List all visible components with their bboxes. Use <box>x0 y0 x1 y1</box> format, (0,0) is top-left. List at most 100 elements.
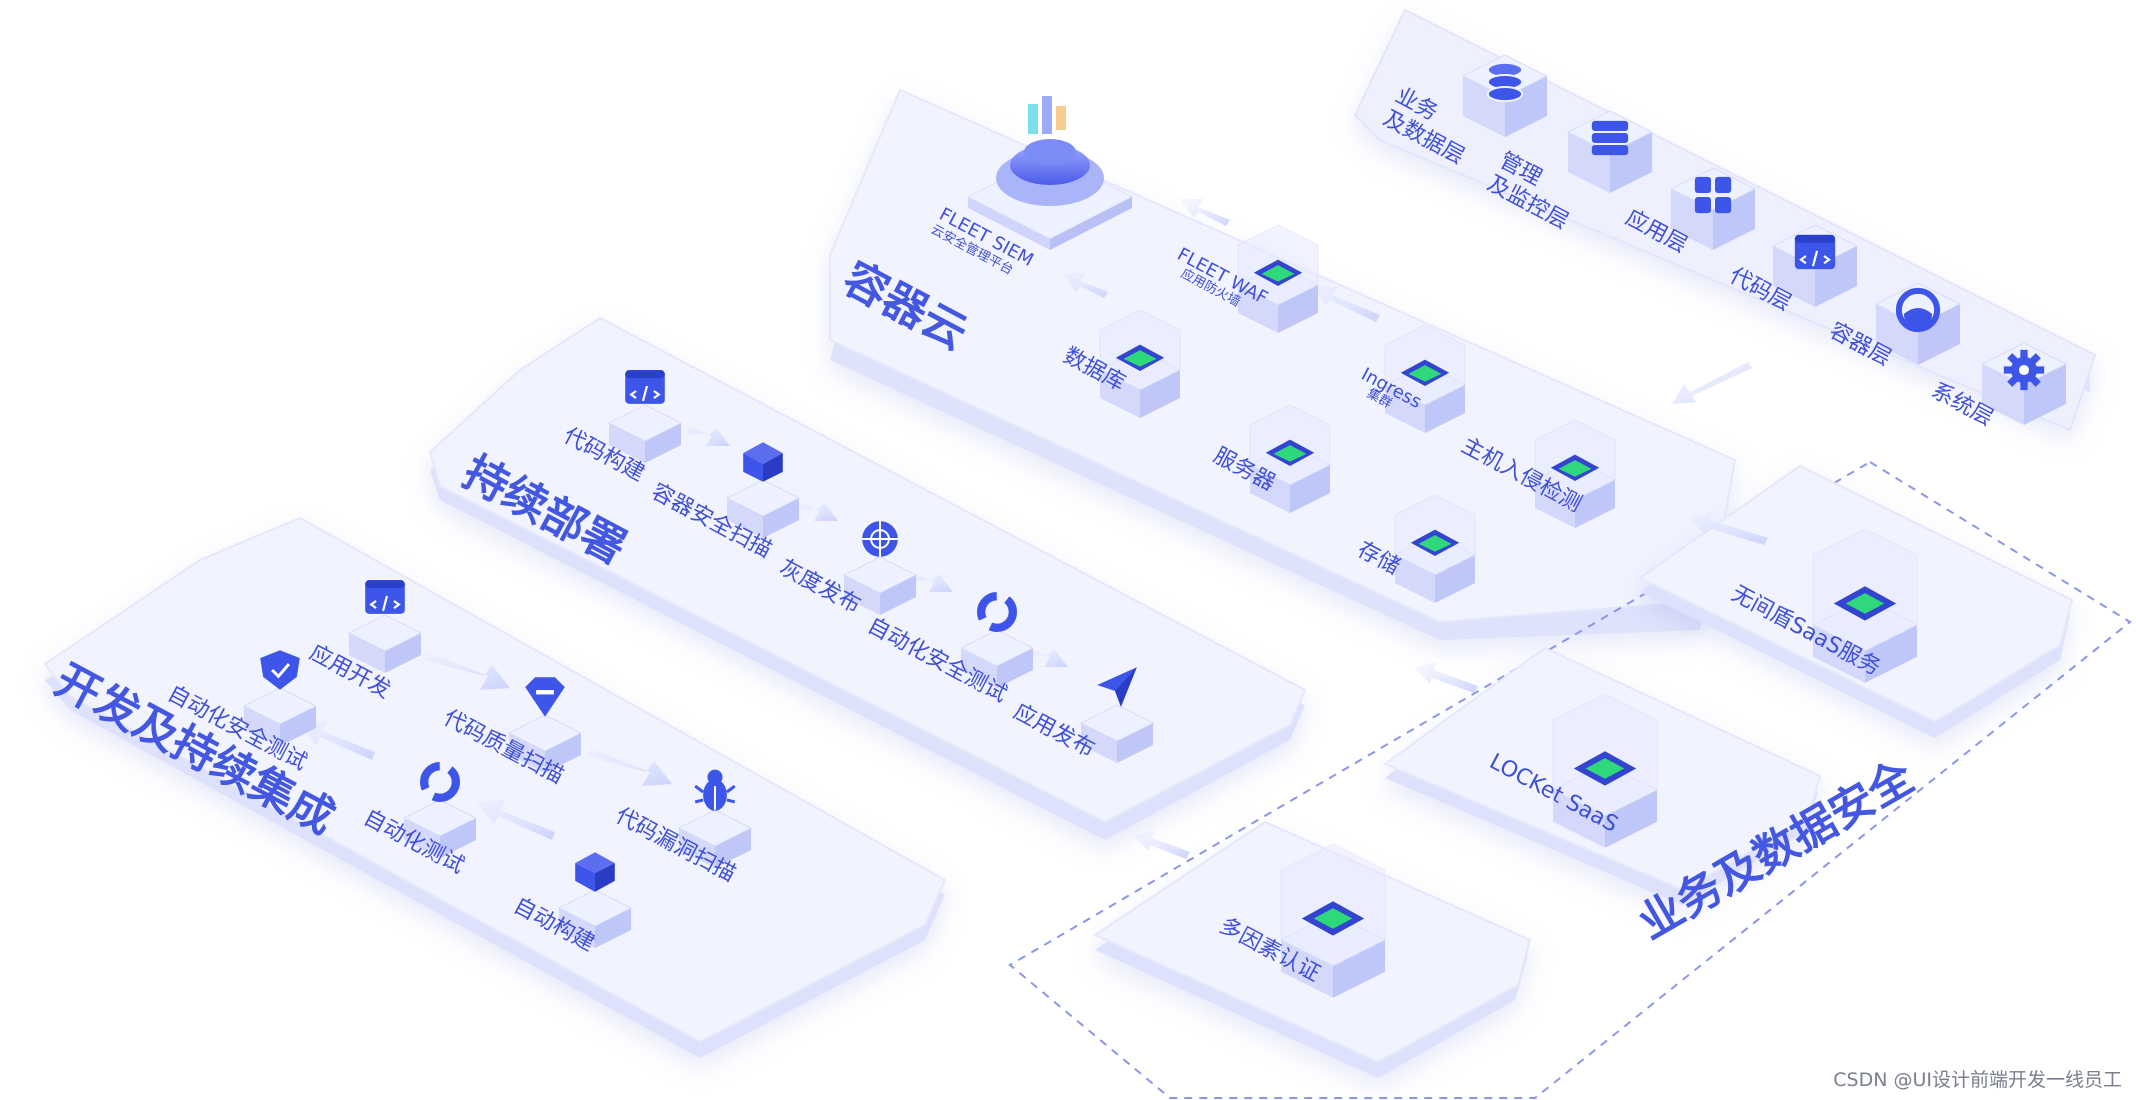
cube-right-face <box>645 423 681 463</box>
flow-arrow <box>586 748 672 786</box>
node-layers-1 <box>1566 110 1654 193</box>
cube-left-face <box>1250 465 1290 513</box>
grid-icon <box>1694 176 1732 214</box>
fleet-siem-node <box>966 96 1134 250</box>
flow-arrow <box>1414 662 1478 693</box>
cube-left-face <box>1535 480 1575 528</box>
code-window-icon <box>625 370 665 404</box>
cube-right-face <box>1713 189 1755 250</box>
browser-code-icon <box>365 580 405 614</box>
cube-left-face <box>559 908 595 948</box>
cube-left-face <box>1876 304 1918 365</box>
send-icon <box>1097 667 1137 707</box>
cube-top-face <box>507 714 583 752</box>
cube-top-face <box>725 479 801 517</box>
cube-left-face <box>1395 555 1435 603</box>
node-dev-2 <box>677 769 753 868</box>
node-dev-1 <box>507 677 583 773</box>
cube-right-face <box>1425 385 1465 433</box>
gem-icon <box>525 677 565 717</box>
cube-left-face <box>349 633 385 673</box>
node-cloud-4 <box>1533 419 1617 528</box>
gauge-icon <box>1895 287 1941 333</box>
cube-top-face <box>677 809 753 847</box>
flow-arrow <box>476 800 555 840</box>
flow-arrow <box>796 502 838 521</box>
flow-arrow <box>1310 286 1380 322</box>
flow-arrow <box>686 426 730 446</box>
target-icon <box>862 521 898 557</box>
flow-arrow <box>1134 830 1190 859</box>
cube-left-face <box>1100 370 1140 418</box>
screen-icon <box>1115 344 1165 371</box>
cube-top-face <box>842 556 918 594</box>
cube-left-face <box>1773 246 1815 307</box>
node-dev-3 <box>557 852 633 948</box>
node-layers-0 <box>1461 54 1549 137</box>
node-layers-4 <box>1874 282 1962 365</box>
flow-arrow <box>910 573 953 592</box>
flow-arrow <box>1026 648 1068 667</box>
cube-left-face <box>509 733 545 773</box>
node-deploy-3 <box>959 592 1035 688</box>
node-dev-5 <box>242 650 318 746</box>
cube-top-face <box>1811 598 1919 652</box>
cube-right-face <box>1140 370 1180 418</box>
database-icon <box>1486 61 1524 103</box>
cube-left-face <box>1385 385 1425 433</box>
node-layers-5 <box>1980 342 2068 425</box>
flow-arrows <box>298 199 1768 859</box>
siem-ring-inner <box>1024 139 1076 165</box>
cube-right-face <box>880 575 916 615</box>
siem-panel-icon <box>1028 104 1038 134</box>
cube-right-face <box>2024 364 2066 425</box>
cube-left-face <box>404 818 440 858</box>
box-icon <box>575 852 615 892</box>
cube-left-face <box>1281 940 1333 978</box>
gear-icon <box>2003 349 2045 391</box>
node-deploy-4 <box>1079 667 1155 763</box>
cube-top-face <box>1551 763 1659 817</box>
node-cloud-5 <box>1393 494 1477 603</box>
bug-icon <box>694 769 736 811</box>
cube-top-face <box>347 614 423 652</box>
cube-left-face <box>244 706 280 746</box>
node-security-0 <box>1811 528 1919 683</box>
node-security-1 <box>1551 693 1659 848</box>
siem-panel-icon <box>1042 96 1052 134</box>
cube-right-face <box>1610 132 1652 193</box>
cube-right-face <box>1505 76 1547 137</box>
screen-icon <box>1253 259 1303 286</box>
cube-left-face <box>1568 132 1610 193</box>
cube-top-face <box>402 799 478 837</box>
container-icon <box>743 442 783 482</box>
cube-left-face <box>609 423 645 463</box>
cube-top-face <box>1279 913 1387 967</box>
cube-right-face <box>1278 285 1318 333</box>
flow-arrow <box>298 721 375 760</box>
node-deploy-2 <box>842 521 918 615</box>
cube-right-face <box>1865 625 1917 663</box>
cube-left-face <box>844 575 880 615</box>
node-deploy-1 <box>725 442 801 538</box>
cube-left-face <box>727 498 763 538</box>
cube-right-face <box>1815 246 1857 307</box>
node-cloud-0 <box>1236 224 1320 333</box>
node-cloud-1 <box>1098 309 1182 418</box>
code-window-icon <box>1794 234 1836 270</box>
screen-icon <box>1550 454 1600 481</box>
shield-screen-icon <box>1400 359 1450 386</box>
node-dev-4 <box>402 762 478 858</box>
node-dev-0 <box>347 580 423 673</box>
cube-right-face <box>545 733 581 773</box>
cube-top-face <box>242 687 318 725</box>
flow-arrow <box>1062 273 1108 298</box>
cube-left-face <box>1238 285 1278 333</box>
cube-right-face <box>280 706 316 746</box>
cube-right-face <box>1290 465 1330 513</box>
flow-arrow <box>1688 512 1768 545</box>
cube-right-face <box>1918 304 1960 365</box>
cube-top-face <box>557 889 633 927</box>
node-deploy-0 <box>607 370 683 463</box>
